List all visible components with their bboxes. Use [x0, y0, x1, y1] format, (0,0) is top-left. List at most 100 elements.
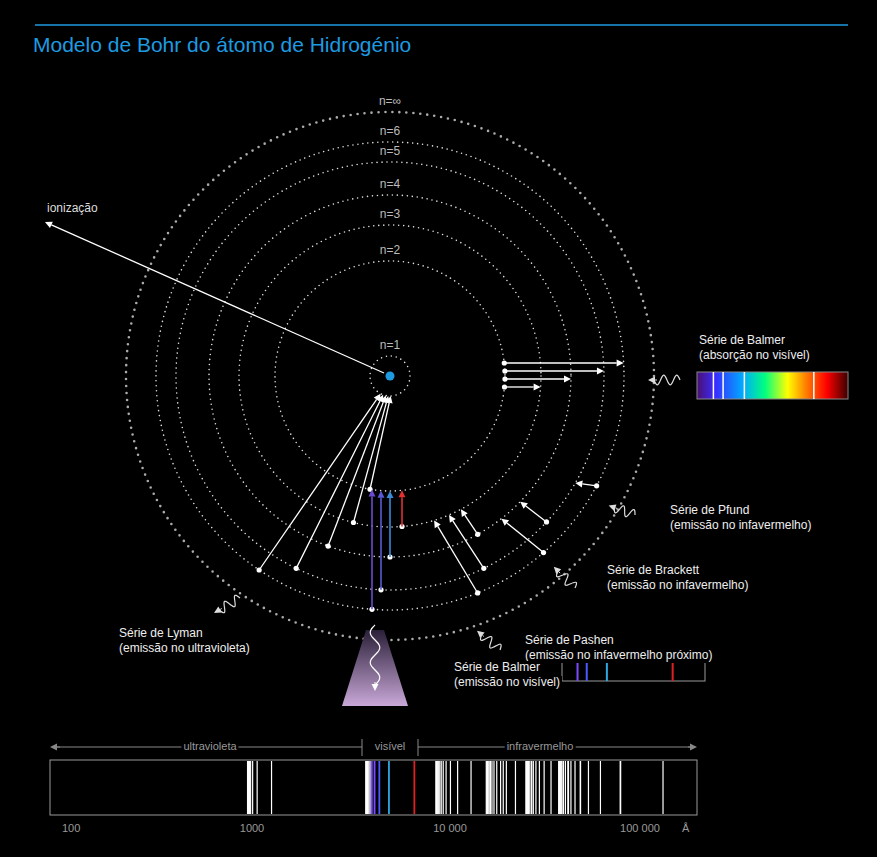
spectral-line: [250, 761, 251, 814]
spectral-line: [378, 761, 380, 814]
emission-beam: [342, 630, 408, 706]
orbit: [156, 142, 624, 610]
spectral-line: [535, 761, 536, 814]
arrow-head: [214, 606, 222, 613]
region-tick: [418, 739, 419, 756]
level-label: n=4: [378, 178, 402, 192]
spectral-line: [367, 761, 368, 814]
spectral-line: [443, 761, 444, 814]
spectral-line: [366, 761, 367, 814]
transition-arrow: [526, 506, 547, 522]
transition-arrow: [371, 497, 373, 610]
spectral-line: [436, 761, 437, 814]
arrow-head: [534, 384, 541, 391]
transition-arrow: [57, 747, 60, 748]
spectral-line: [550, 761, 551, 814]
spectral-line: [539, 761, 540, 814]
arrow-head: [386, 396, 393, 404]
transition-arrow: [504, 362, 616, 363]
spectral-line: [247, 761, 248, 814]
spectral-line: [487, 761, 488, 814]
spectral-line: [544, 761, 545, 814]
spectral-line: [580, 761, 581, 814]
spectral-line: [561, 761, 562, 814]
spectral-line: [247, 761, 248, 814]
transition-arrow: [505, 370, 597, 371]
series-name: Série de Balmer: [452, 661, 542, 675]
spectral-line: [559, 761, 560, 814]
hydrogen-spectrum: [50, 760, 697, 815]
level-label: n=1: [378, 339, 402, 353]
photon-wave: [557, 571, 577, 588]
spectral-line: [531, 761, 532, 814]
arrow-head: [461, 509, 468, 517]
transition-arrow: [615, 507, 617, 509]
spectral-line: [567, 761, 568, 814]
arrow-head: [372, 684, 379, 691]
title-rule: [35, 24, 848, 26]
axis-tick: 1000: [238, 822, 266, 835]
spectral-line: [662, 761, 663, 814]
orbit: [126, 112, 654, 640]
level-label: n=2: [378, 244, 402, 258]
transition-arrow: [559, 572, 560, 573]
spectral-line: [515, 761, 516, 814]
level-label: n=∞: [377, 95, 403, 109]
series-note: (emissão no infavermelho): [668, 519, 813, 533]
transition-arrow: [505, 378, 564, 379]
spectral-line: [588, 761, 589, 814]
region-tick: [362, 739, 363, 756]
spectral-line: [248, 761, 249, 814]
absorption-line: [744, 372, 746, 399]
arrow-head: [378, 491, 385, 498]
spectral-line: [500, 761, 501, 814]
series-note: (emissão no visível): [452, 676, 562, 690]
transition-arrow: [375, 682, 376, 684]
orbit: [209, 195, 571, 557]
arrow-head: [369, 490, 376, 497]
spectral-line: [365, 761, 366, 814]
spectral-line: [574, 761, 575, 814]
spectral-line: [247, 761, 248, 814]
spectral-line: [490, 761, 491, 814]
start-dot: [325, 543, 330, 548]
series-name: Série de Lyman: [117, 627, 205, 641]
spectral-line: [366, 761, 367, 814]
spectral-line: [437, 761, 438, 814]
spectral-line: [247, 761, 248, 814]
spectral-line: [486, 761, 487, 814]
spectral-line: [620, 761, 621, 814]
spectral-line: [506, 761, 507, 814]
region-label: ultravioleta: [181, 740, 238, 753]
spectral-line: [438, 761, 439, 814]
diagram-title: Modelo de Bohr do átomo de Hidrogénio: [33, 33, 411, 57]
spectral-line: [568, 761, 569, 814]
transition-arrow: [370, 403, 389, 489]
transition-arrow: [220, 609, 222, 610]
arrow-head: [597, 368, 604, 375]
photon-wave: [654, 375, 680, 385]
spectral-line: [560, 761, 561, 814]
axis-tick: 100: [60, 822, 82, 835]
spectral-line: [528, 761, 529, 814]
spectral-line: [365, 761, 366, 814]
transition-arrow: [438, 526, 478, 593]
spectral-line: [435, 761, 436, 814]
ionization-label: ionização: [45, 202, 100, 216]
arrow-head: [434, 520, 441, 528]
orbit: [239, 225, 541, 527]
arrow-head: [609, 505, 617, 512]
arrow-head: [690, 744, 697, 751]
transition-arrow: [328, 402, 383, 546]
photon-wave: [219, 595, 240, 612]
arrow-head: [45, 222, 53, 228]
region-label: infravermelho: [505, 740, 576, 753]
level-label: n=5: [378, 145, 402, 159]
arrow-head: [575, 480, 582, 487]
series-name: Série de Pfund: [668, 504, 751, 518]
transition-arrow: [380, 498, 382, 590]
series-note: (emissão no infavermelho): [605, 579, 750, 593]
transition-arrow: [507, 523, 544, 553]
spectral-line: [457, 761, 458, 814]
spectral-line: [503, 761, 504, 814]
